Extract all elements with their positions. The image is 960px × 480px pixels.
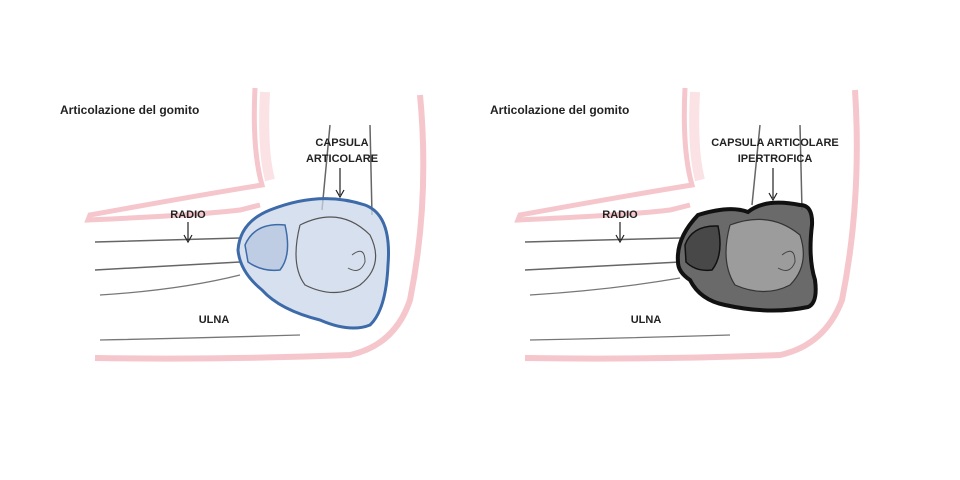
radius-bone xyxy=(524,237,681,271)
ulna-label: ULNA xyxy=(631,314,662,326)
radial-head xyxy=(684,225,721,272)
radius-label: RADIO xyxy=(170,209,206,221)
capsule-label-line1: CAPSULA xyxy=(315,137,368,149)
ulna-bone xyxy=(529,277,731,341)
arm-skin-back xyxy=(94,94,427,362)
normal-elbow-panel: Articolazione del gomito CAPSULA ARTICOL… xyxy=(60,87,427,362)
capsule-label-line2: IPERTROFICA xyxy=(738,153,813,165)
arm-skin-outline xyxy=(84,87,266,223)
arm-skin-back xyxy=(524,89,860,362)
joint-inner-contour xyxy=(725,218,804,293)
capsule-arrowhead xyxy=(335,189,345,199)
capsule-arrowhead xyxy=(768,192,778,202)
radius-label: RADIO xyxy=(602,209,638,221)
hypertrophic-elbow-panel: Articolazione del gomito CAPSULA ARTICOL… xyxy=(490,87,860,362)
radius-bone xyxy=(94,237,241,271)
radial-head xyxy=(244,223,289,272)
radius-arrowhead xyxy=(183,234,193,244)
joint-spiral xyxy=(347,250,366,271)
joint-inner-contour xyxy=(295,216,377,294)
capsule-label-line2: ARTICOLARE xyxy=(306,153,378,165)
ulna-label: ULNA xyxy=(199,314,230,326)
panel-title: Articolazione del gomito xyxy=(490,103,629,117)
capsule-label-line1: CAPSULA ARTICOLARE xyxy=(711,137,839,149)
arm-skin-inner xyxy=(259,91,275,182)
arm-skin-inner xyxy=(689,91,705,182)
panel-title: Articolazione del gomito xyxy=(60,103,199,117)
humerus-bone xyxy=(321,124,373,216)
radius-arrowhead xyxy=(615,234,625,244)
joint-spiral xyxy=(777,250,796,271)
arm-skin-outline xyxy=(514,87,696,223)
ulna-bone xyxy=(99,274,301,341)
humerus-bone xyxy=(751,124,803,211)
